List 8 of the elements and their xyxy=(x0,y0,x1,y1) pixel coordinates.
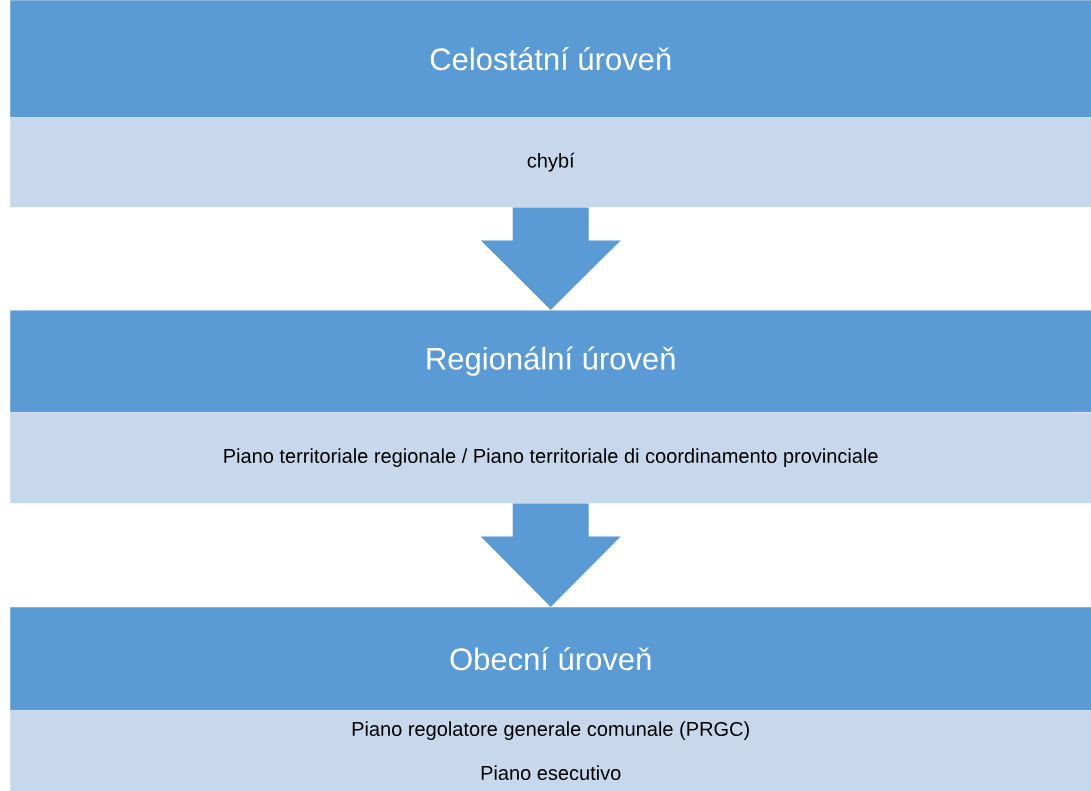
content-box: Piano regolatore generale comunale (PRGC) Piano esecutivo xyxy=(10,710,1091,791)
header-bar: Celostátní úroveň xyxy=(10,0,1091,118)
block-arrow xyxy=(480,503,621,607)
content-box: Piano territoriale regionale / Piano territoriale di coordinamento provinciale xyxy=(10,412,1091,504)
header-bar: Obecní úroveň xyxy=(10,607,1091,711)
block-arrow xyxy=(480,207,621,310)
header-bar: Regionální úroveň xyxy=(10,310,1091,413)
content-box: chybí xyxy=(10,117,1091,208)
